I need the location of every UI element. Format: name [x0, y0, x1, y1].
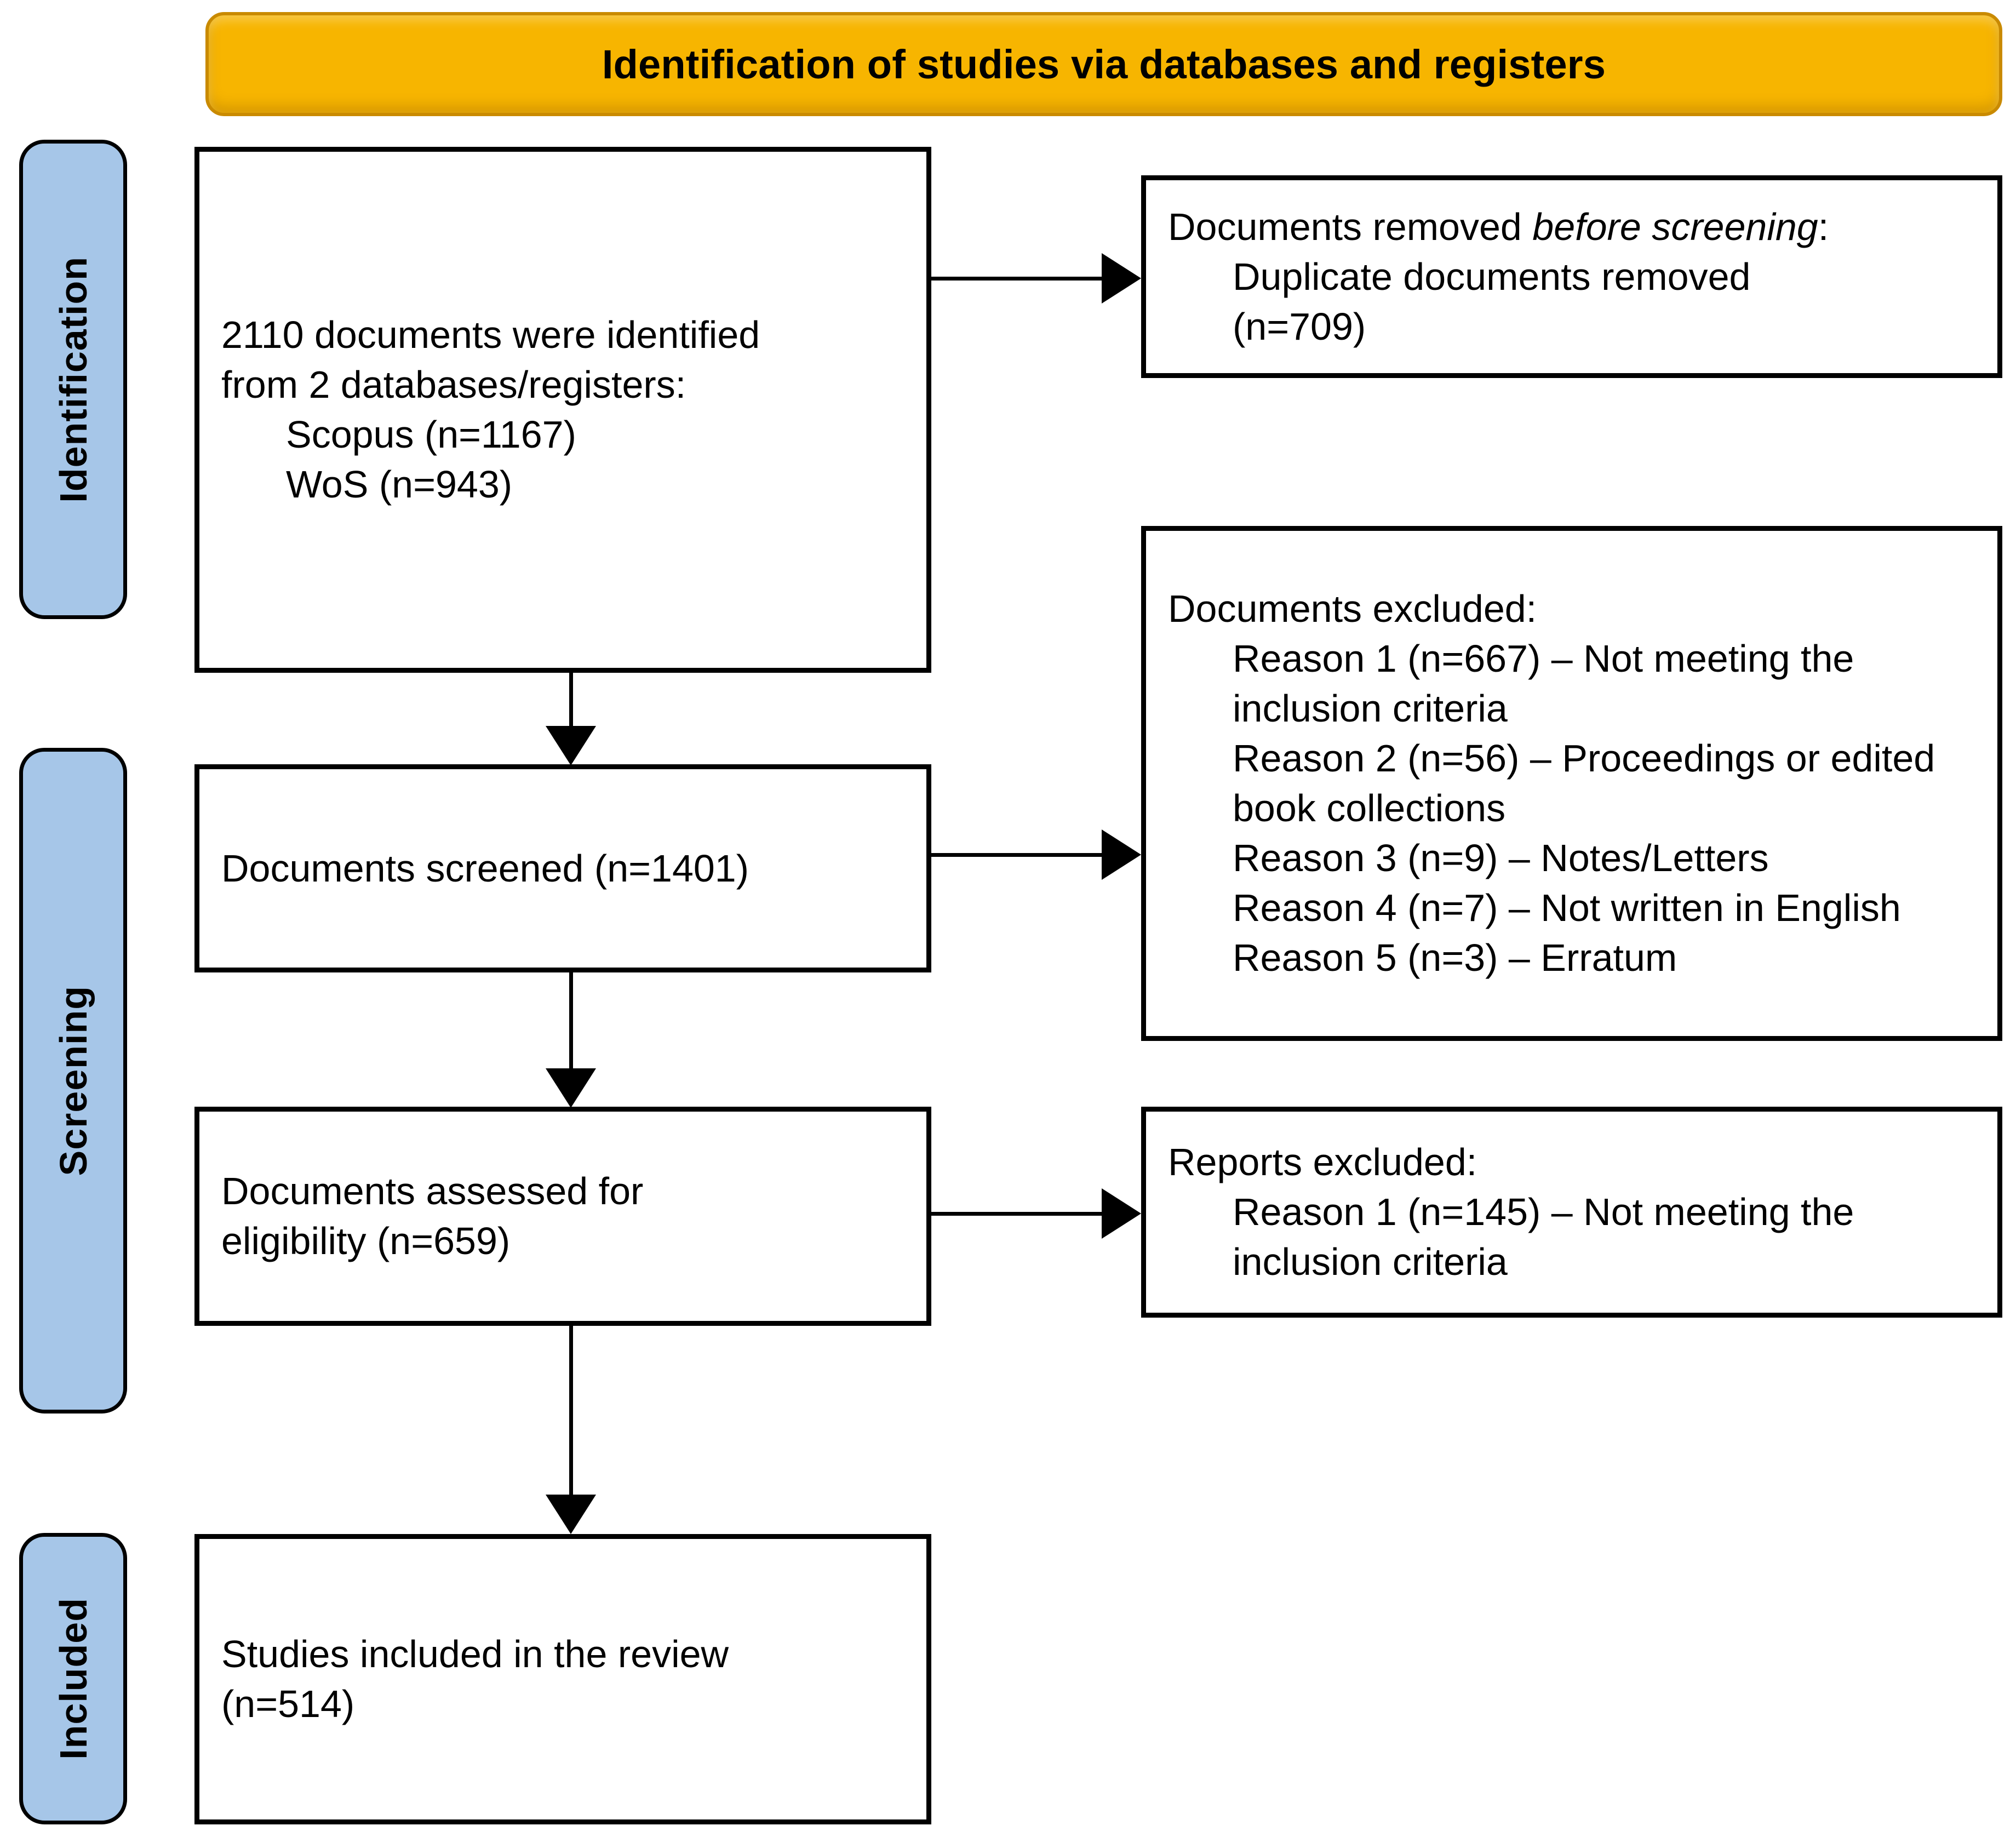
- node-reports-excluded: Reports excluded: Reason 1 (n=145) – Not…: [1141, 1107, 2002, 1318]
- node-reports-excluded-heading: Reports excluded:: [1168, 1141, 1477, 1183]
- node-documents-excluded-reason-4: Reason 4 (n=7) – Not written in English: [1233, 886, 1901, 929]
- node-documents-removed-line-2: (n=709): [1233, 305, 1366, 348]
- node-documents-assessed-line-1: Documents assessed for: [221, 1170, 644, 1212]
- connector-screened-to-excluded-arrowhead: [1102, 829, 1141, 880]
- connector-eligibility-to-reports-excluded-arrowhead: [1102, 1188, 1141, 1239]
- node-studies-included-line-2: (n=514): [221, 1683, 355, 1725]
- connector-screened-to-eligibility-line: [569, 972, 573, 1070]
- node-studies-included: Studies included in the review (n=514): [194, 1534, 931, 1824]
- banner-title: Identification of studies via databases …: [602, 41, 1606, 87]
- node-documents-removed-line-1: Duplicate documents removed: [1233, 255, 1751, 298]
- node-documents-screened: Documents screened (n=1401): [194, 764, 931, 972]
- node-documents-removed-heading: Documents removed before screening:: [1168, 202, 1975, 252]
- diagram-header-banner: Identification of studies via databases …: [205, 12, 2002, 116]
- node-documents-removed-heading-prefix: Documents removed: [1168, 205, 1533, 248]
- node-documents-identified-source-scopus: Scopus (n=1167): [286, 413, 576, 456]
- node-documents-identified-line-2: from 2 databases/registers:: [221, 363, 686, 406]
- connector-screened-to-eligibility-arrowhead: [546, 1068, 596, 1108]
- stage-tab-screening-label: Screening: [51, 985, 95, 1176]
- connector-identified-to-screened-arrowhead: [546, 726, 596, 765]
- connector-identified-to-screened-line: [569, 673, 573, 734]
- node-documents-excluded-heading: Documents excluded:: [1168, 587, 1537, 630]
- stage-tab-screening: Screening: [19, 748, 127, 1413]
- node-documents-removed-before-screening: Documents removed before screening: Dupl…: [1141, 175, 2002, 378]
- connector-identified-to-removed-arrowhead: [1102, 253, 1141, 304]
- connector-eligibility-to-included-arrowhead: [546, 1495, 596, 1534]
- node-documents-excluded-reason-2: Reason 2 (n=56) – Proceedings or edited …: [1233, 737, 1935, 829]
- node-documents-excluded-reason-1: Reason 1 (n=667) – Not meeting the inclu…: [1233, 637, 1854, 730]
- stage-tab-identification: Identification: [19, 140, 127, 619]
- node-documents-excluded-reason-5: Reason 5 (n=3) – Erratum: [1233, 936, 1677, 979]
- node-documents-assessed-line-2: eligibility (n=659): [221, 1220, 511, 1262]
- connector-screened-to-excluded-line: [931, 853, 1107, 857]
- connector-eligibility-to-reports-excluded-line: [931, 1212, 1107, 1216]
- stage-tab-included: Included: [19, 1533, 127, 1824]
- node-studies-included-line-1: Studies included in the review: [221, 1633, 729, 1675]
- node-documents-screened-line-1: Documents screened (n=1401): [221, 846, 749, 890]
- node-reports-excluded-reason-1: Reason 1 (n=145) – Not meeting the inclu…: [1233, 1191, 1854, 1283]
- connector-identified-to-removed-line: [931, 277, 1107, 281]
- node-documents-identified-source-wos: WoS (n=943): [286, 463, 513, 506]
- node-documents-identified: 2110 documents were identified from 2 da…: [194, 147, 931, 673]
- connector-eligibility-to-included-line: [569, 1326, 573, 1496]
- node-documents-excluded-reason-3: Reason 3 (n=9) – Notes/Letters: [1233, 837, 1769, 879]
- stage-tab-included-label: Included: [51, 1598, 95, 1760]
- stage-tab-identification-label: Identification: [51, 256, 95, 503]
- node-documents-removed-heading-suffix: :: [1818, 205, 1829, 248]
- node-documents-removed-heading-italic: before screening: [1532, 205, 1818, 248]
- node-documents-excluded: Documents excluded: Reason 1 (n=667) – N…: [1141, 526, 2002, 1041]
- node-documents-identified-line-1: 2110 documents were identified: [221, 313, 760, 356]
- node-documents-assessed-for-eligibility: Documents assessed for eligibility (n=65…: [194, 1107, 931, 1326]
